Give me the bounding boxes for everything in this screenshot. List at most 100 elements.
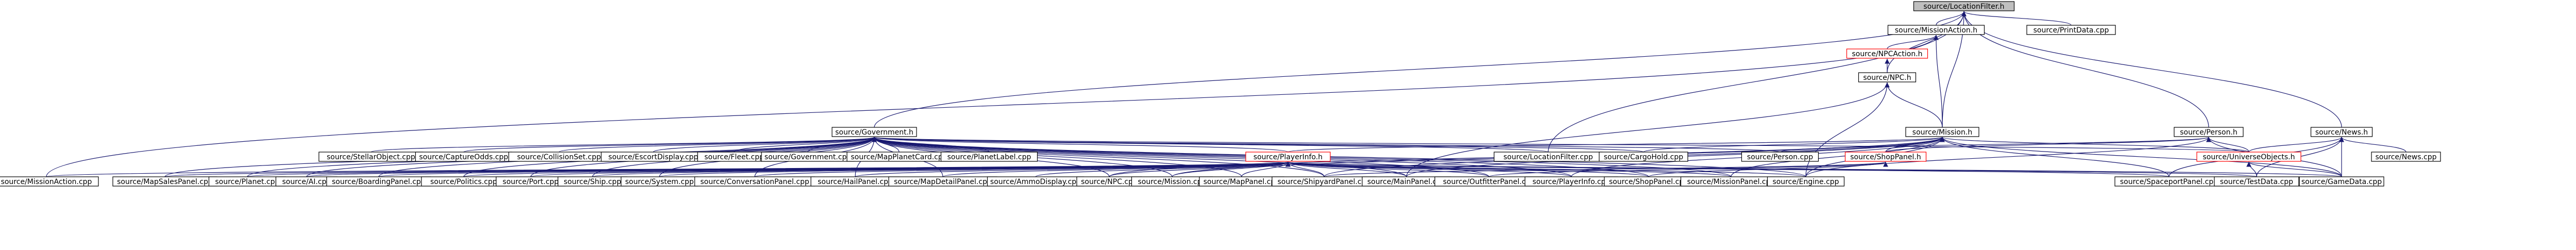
file-node-ship-cpp[interactable]: source/Ship.cpp xyxy=(557,176,628,187)
file-node-label: source/Port.cpp xyxy=(503,178,559,186)
file-node-escortdisplay-cpp[interactable]: source/EscortDisplay.cpp xyxy=(601,152,706,162)
file-node-captureodds-cpp[interactable]: source/CaptureOdds.cpp xyxy=(415,152,513,162)
file-node-shipyardpanel-cpp[interactable]: source/ShipyardPanel.cpp xyxy=(1272,176,1377,187)
dependency-edge xyxy=(2206,137,2249,153)
file-node-label: source/CollisionSet.cpp xyxy=(517,153,601,161)
file-node-person-h[interactable]: source/Person.h xyxy=(2174,127,2244,137)
file-node-label: source/MapDetailPanel.cpp xyxy=(894,178,992,186)
file-node-box xyxy=(2196,152,2301,162)
file-node-playerinfo-cpp[interactable]: source/PlayerInfo.cpp xyxy=(1524,176,1618,187)
file-node-planetlabel-cpp[interactable]: source/PlanetLabel.cpp xyxy=(940,152,1038,162)
dependency-edge xyxy=(46,35,1939,177)
file-node-label: source/LocationFilter.h xyxy=(1923,3,2004,11)
file-node-label: source/MissionAction.h xyxy=(1895,26,1977,35)
file-node-government-h[interactable]: source/Government.h xyxy=(832,127,917,137)
file-node-label: source/AI.cpp xyxy=(282,178,331,186)
file-node-label: source/MapPlanetCard.cpp xyxy=(851,153,947,161)
file-node-cargohold-cpp[interactable]: source/CargoHold.cpp xyxy=(1599,152,1688,162)
file-node-planet-cpp[interactable]: source/Planet.cpp xyxy=(208,176,286,187)
file-node-npc-h[interactable]: source/NPC.h xyxy=(1858,72,1917,82)
dependency-edge xyxy=(1406,82,1890,177)
dependency-edge xyxy=(1885,137,2211,153)
file-node-collisionset-cpp[interactable]: source/CollisionSet.cpp xyxy=(508,152,610,162)
dependency-edge xyxy=(1488,161,1888,177)
file-node-shoppanel-cpp[interactable]: source/ShopPanel.cpp xyxy=(1604,176,1693,187)
file-node-label: source/SpaceportPanel.cpp xyxy=(2120,178,2218,186)
dependency-edge xyxy=(1285,161,1806,177)
file-node-label: source/MainPanel.cpp xyxy=(1367,178,1446,186)
file-node-npcaction-h[interactable]: source/NPCAction.h xyxy=(1846,48,1928,59)
file-node-box xyxy=(832,127,917,137)
file-node-ammodisplay-cpp[interactable]: source/AmmoDisplay.cpp xyxy=(987,176,1084,187)
file-node-label: source/PlayerInfo.h xyxy=(1253,153,1323,161)
dependency-edge xyxy=(1548,11,1967,153)
file-node-label: source/ShopPanel.h xyxy=(1850,153,1921,161)
file-node-outfitterpanel-cpp[interactable]: source/OutfitterPanel.cpp xyxy=(1434,176,1544,187)
file-node-port-cpp[interactable]: source/Port.cpp xyxy=(496,176,566,187)
file-node-fleet-cpp[interactable]: source/Fleet.cpp xyxy=(697,152,771,162)
file-node-playerinfo-h[interactable]: source/PlayerInfo.h xyxy=(1245,152,1331,162)
file-node-label: source/CaptureOdds.cpp xyxy=(419,153,509,161)
file-node-label: source/PlayerInfo.cpp xyxy=(1533,178,1611,186)
dependency-edge xyxy=(1109,161,1291,177)
file-node-box xyxy=(1844,152,1927,162)
file-node-news-cpp[interactable]: source/News.cpp xyxy=(2371,152,2441,162)
file-node-box xyxy=(2371,152,2441,162)
file-node-gamedata-cpp[interactable]: source/GameData.cpp xyxy=(2299,176,2384,187)
file-node-label: source/News.cpp xyxy=(2376,153,2437,161)
dependency-edge xyxy=(873,137,2249,153)
file-nodes: source/LocationFilter.h source/MissionAct… xyxy=(0,1,2441,187)
file-node-person-cpp[interactable]: source/Person.cpp xyxy=(1741,152,1819,162)
file-node-missionpanel-cpp[interactable]: source/MissionPanel.cpp xyxy=(1680,176,1782,187)
file-node-news-h[interactable]: source/News.h xyxy=(2310,127,2373,137)
file-node-missionaction-cpp[interactable]: source/MissionAction.cpp xyxy=(0,176,99,187)
file-node-mappanel-cpp[interactable]: source/MapPanel.cpp xyxy=(1199,176,1284,187)
file-node-label: source/Mission.h xyxy=(1912,128,1972,137)
file-node-politics-cpp[interactable]: source/Politics.cpp xyxy=(421,176,506,187)
file-node-universeobjects-h[interactable]: source/UniverseObjects.h xyxy=(2196,152,2301,162)
file-node-label: source/TestData.cpp xyxy=(2220,178,2293,186)
dependency-edge xyxy=(1172,161,1291,177)
file-node-conversationpanel-cpp[interactable]: source/ConversationPanel.cpp xyxy=(694,176,816,187)
file-node-shoppanel-h[interactable]: source/ShopPanel.h xyxy=(1844,152,1927,162)
file-node-mission-h[interactable]: source/Mission.h xyxy=(1905,127,1979,137)
file-node-hailpanel-cpp[interactable]: source/HailPanel.cpp xyxy=(810,176,900,187)
file-node-box xyxy=(1913,1,2015,11)
file-node-label: source/ShipyardPanel.cpp xyxy=(1278,178,1371,186)
file-node-label: source/Government.h xyxy=(835,128,913,137)
file-node-mapdetailpanel-cpp[interactable]: source/MapDetailPanel.cpp xyxy=(888,176,997,187)
file-node-mission-cpp[interactable]: source/Mission.cpp xyxy=(1131,176,1213,187)
file-node-label: source/UniverseObjects.h xyxy=(2203,153,2295,161)
file-node-system-cpp[interactable]: source/System.cpp xyxy=(620,176,699,187)
file-node-label: source/ConversationPanel.cpp xyxy=(700,178,809,186)
file-node-label: source/EscortDisplay.cpp xyxy=(608,153,698,161)
file-node-label: source/MissionAction.cpp xyxy=(1,178,92,186)
dependency-edge xyxy=(1961,11,2072,26)
file-node-printdata-cpp[interactable]: source/PrintData.cpp xyxy=(2026,25,2116,35)
file-node-label: source/Ship.cpp xyxy=(564,178,621,186)
file-node-testdata-cpp[interactable]: source/TestData.cpp xyxy=(2214,176,2299,187)
dependency-edge xyxy=(1887,35,1939,49)
dependency-edge xyxy=(1805,82,1890,177)
file-node-ai-cpp[interactable]: source/AI.cpp xyxy=(275,176,338,187)
dependency-edge xyxy=(872,137,1325,177)
file-node-label: source/Engine.cpp xyxy=(1772,178,1839,186)
file-node-box xyxy=(2310,127,2373,137)
file-node-box xyxy=(1905,127,1979,137)
file-node-stellarobject-cpp[interactable]: source/StellarObject.cpp xyxy=(318,152,423,162)
file-node-label: source/Person.h xyxy=(2180,128,2238,137)
file-node-spaceportpanel-cpp[interactable]: source/SpaceportPanel.cpp xyxy=(2114,176,2224,187)
file-node-mapsalespanel-cpp[interactable]: source/MapSalesPanel.cpp xyxy=(112,176,217,187)
file-node-label: source/Politics.cpp xyxy=(430,178,497,186)
file-node-engine-cpp[interactable]: source/Engine.cpp xyxy=(1767,176,1845,187)
file-node-missionaction-h[interactable]: source/MissionAction.h xyxy=(1887,25,1985,35)
file-node-box xyxy=(2174,127,2244,137)
file-node-label: source/MapPanel.cpp xyxy=(1204,178,1280,186)
file-node-boardingpanel-cpp[interactable]: source/BoardingPanel.cpp xyxy=(326,176,431,187)
dependency-edge xyxy=(2339,137,2406,153)
file-node-government-cpp[interactable]: source/Government.cpp xyxy=(761,152,855,162)
file-node-label: source/ShopPanel.cpp xyxy=(1609,178,1688,186)
file-node-mapplanetcard-cpp[interactable]: source/MapPlanetCard.cpp xyxy=(846,152,952,162)
file-node-locationfilter-cpp[interactable]: source/LocationFilter.cpp xyxy=(1494,152,1603,162)
file-node-label: source/GameData.cpp xyxy=(2301,178,2382,186)
